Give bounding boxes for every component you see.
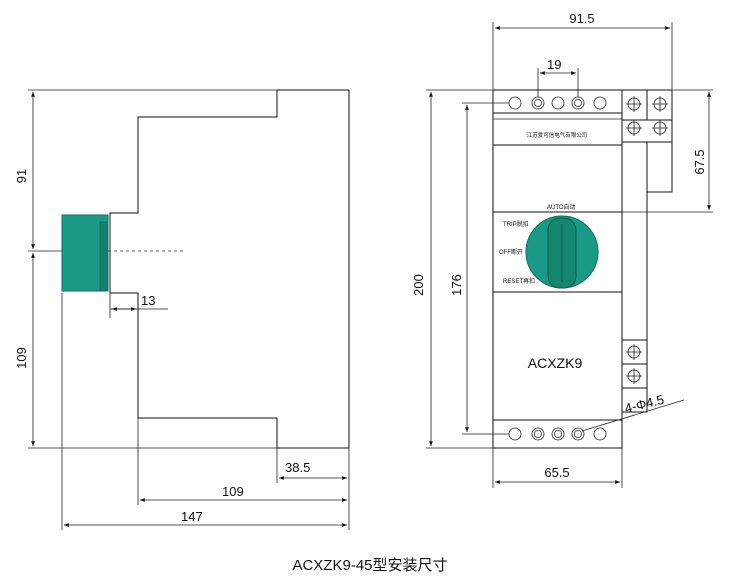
dim-rail-height: 67.5: [692, 149, 707, 174]
dim-side-depth: 109: [222, 484, 244, 499]
terminal: [551, 96, 565, 110]
side-knob-edge: [99, 221, 109, 292]
model-label: ACXZK9: [528, 355, 583, 371]
bottom-terminals: [508, 427, 607, 441]
dim-front-total-height: 200: [411, 274, 426, 296]
dim-side-rear: 38.5: [285, 460, 310, 475]
dim-side-knob: 13: [141, 293, 155, 308]
dim-side-total: 147: [181, 509, 203, 524]
side-view: 91 109 13 38.5 109 147: [14, 89, 350, 530]
rail-top-block-2: [621, 119, 673, 143]
rail-screw-6-icon: [626, 368, 642, 384]
terminal: [551, 427, 565, 441]
terminal-inner: [574, 430, 582, 438]
rail-screw-1-icon: [626, 96, 642, 112]
rail-screw-5-icon: [626, 344, 642, 360]
rail-screw-3-icon: [626, 120, 642, 136]
rail-hanger: [646, 142, 673, 193]
terminal-inner: [554, 430, 562, 438]
front-view: 江苏爱可信电气有限公司 AUTO自动 TRIP脱扣 OFF断开 RESET再扣 …: [411, 11, 713, 488]
terminal-inner: [534, 430, 542, 438]
dim-side-bottom: 109: [14, 347, 29, 369]
company-label: 江苏爱可信电气有限公司: [527, 131, 588, 139]
top-terminals: [508, 96, 607, 110]
terminal: [571, 427, 585, 441]
dim-front-body-width: 65.5: [544, 465, 569, 480]
terminal: [508, 427, 522, 441]
side-body-outline: [109, 90, 278, 448]
label-off: OFF断开: [499, 248, 523, 256]
drawing-caption: ACXZK9-45型安装尺寸: [292, 557, 447, 574]
label-reset: RESET再扣: [503, 277, 535, 285]
rail-screw-4-icon: [652, 120, 668, 136]
terminal: [531, 96, 545, 110]
terminal: [571, 96, 585, 110]
label-auto: AUTO自动: [547, 203, 576, 211]
rail-lower-block-2: [621, 363, 648, 389]
rail-screw-2-icon: [652, 96, 668, 112]
terminal-inner: [574, 99, 582, 107]
terminal-inner: [534, 99, 542, 107]
terminal: [508, 96, 522, 110]
dim-side-top: 91: [14, 169, 29, 183]
dim-front-width: 91.5: [569, 11, 594, 26]
terminal: [593, 96, 607, 110]
terminal: [593, 427, 607, 441]
rail-bar: [621, 141, 648, 413]
holes-leader: [581, 399, 685, 432]
dim-front-body-height: 176: [449, 274, 464, 296]
dim-terminal-pitch: 19: [547, 57, 561, 72]
terminal: [531, 427, 545, 441]
label-trip: TRIP脱扣: [503, 220, 529, 228]
